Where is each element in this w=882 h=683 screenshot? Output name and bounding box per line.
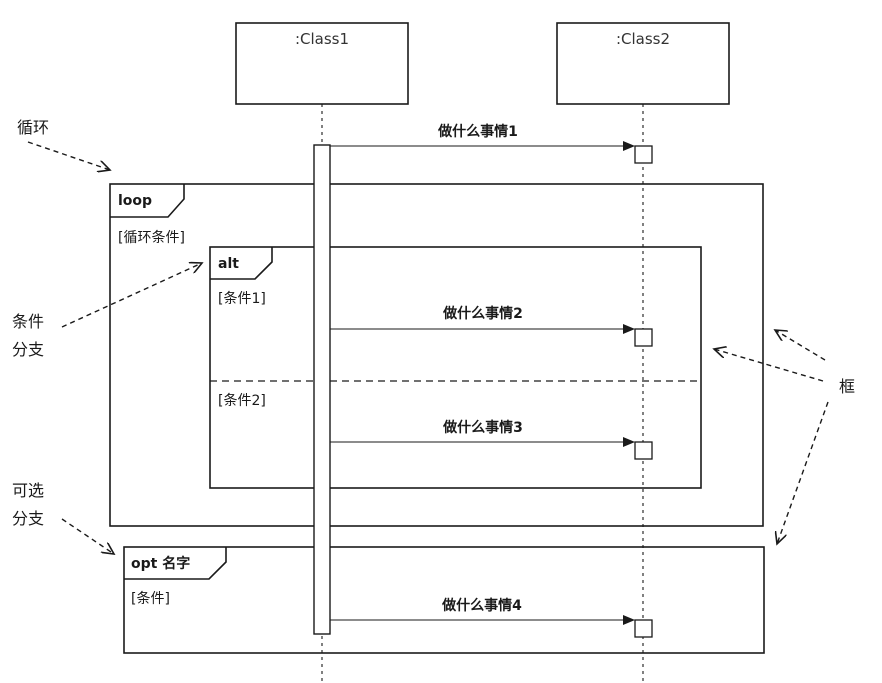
opt-fragment: opt 名字 [条件] (123, 546, 765, 654)
loop-frame (109, 183, 764, 527)
message-4-label: 做什么事情4 (441, 597, 522, 614)
message-3: 做什么事情3 (330, 419, 653, 460)
frame-annotation: 框 (714, 330, 855, 544)
class1-activation-bar (313, 144, 331, 635)
frame-note-pointer-3 (777, 401, 829, 544)
opt-annotation: 可选 分支 (12, 481, 114, 554)
alt-operator: alt (218, 256, 239, 272)
message-2-activation (634, 328, 653, 347)
alt-tab (210, 247, 273, 280)
alt-fragment: alt [条件1] [条件2] (209, 246, 702, 489)
frame-note: 框 (839, 377, 855, 396)
opt-tab (124, 547, 227, 580)
opt-operator: opt 名字 (131, 555, 190, 572)
message-4: 做什么事情4 (330, 597, 653, 638)
alt-guard-1: [条件1] (218, 290, 266, 307)
opt-frame (123, 546, 765, 654)
frame-note-pointer-2 (714, 349, 824, 382)
loop-operator: loop (118, 193, 152, 209)
message-1-label: 做什么事情1 (437, 123, 518, 140)
message-3-activation (634, 441, 653, 460)
alt-guard-2: [条件2] (218, 392, 266, 409)
loop-annotation: 循环 (17, 118, 110, 170)
loop-guard: [循环条件] (118, 229, 185, 246)
message-1: 做什么事情1 (330, 123, 653, 164)
alt-note-line1: 条件 (12, 312, 44, 331)
loop-note: 循环 (17, 118, 49, 137)
message-3-label: 做什么事情3 (442, 419, 523, 436)
opt-note-line1: 可选 (12, 481, 44, 500)
frame-note-pointer-1 (775, 330, 826, 361)
class2-label: :Class2 (616, 30, 670, 48)
alt-note-line2: 分支 (12, 340, 44, 359)
opt-guard: [条件] (131, 590, 170, 607)
alt-annotation: 条件 分支 (12, 263, 202, 359)
class1-label: :Class1 (295, 30, 349, 48)
opt-note-line2: 分支 (12, 509, 44, 528)
lifeline-class2: :Class2 (556, 22, 730, 683)
message-1-activation (634, 145, 653, 164)
loop-note-pointer (27, 141, 110, 170)
message-2-label: 做什么事情2 (442, 305, 523, 322)
alt-note-pointer (61, 263, 202, 328)
loop-tab (110, 184, 185, 218)
message-2: 做什么事情2 (330, 305, 653, 347)
opt-note-pointer (61, 518, 114, 554)
message-4-activation (634, 619, 653, 638)
loop-fragment: loop [循环条件] (109, 183, 764, 527)
alt-frame (209, 246, 702, 489)
